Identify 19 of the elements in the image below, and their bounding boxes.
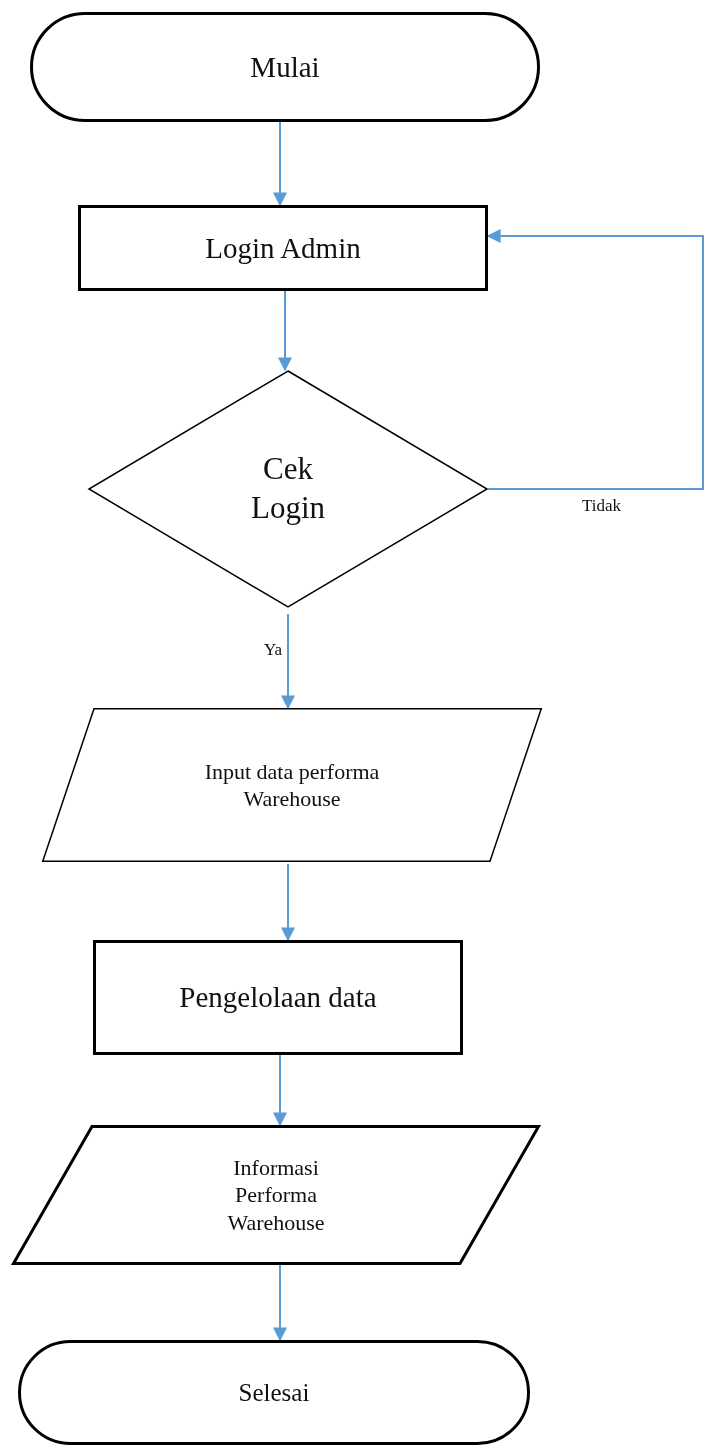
node-label: Informasi Performa Warehouse <box>226 1153 326 1237</box>
input-output-parallelogram <box>12 1125 540 1265</box>
decision-diamond <box>88 370 488 608</box>
arrow <box>281 863 295 942</box>
node-label: Selesai <box>238 1377 310 1408</box>
node-label: Pengelolaan data <box>179 980 377 1016</box>
arrow <box>486 229 704 490</box>
process-box <box>93 940 463 1055</box>
arrow <box>273 121 287 207</box>
input-output-parallelogram <box>42 708 542 862</box>
process-box <box>78 205 488 291</box>
node-label: Cek Login <box>249 450 327 527</box>
node-label: Input data performa Warehouse <box>203 757 381 813</box>
node-label: Login Admin <box>205 230 361 266</box>
arrow <box>273 1054 287 1127</box>
arrow <box>273 1264 287 1342</box>
arrow <box>278 290 292 372</box>
arrow <box>281 613 295 710</box>
node-label: Mulai <box>250 49 320 85</box>
